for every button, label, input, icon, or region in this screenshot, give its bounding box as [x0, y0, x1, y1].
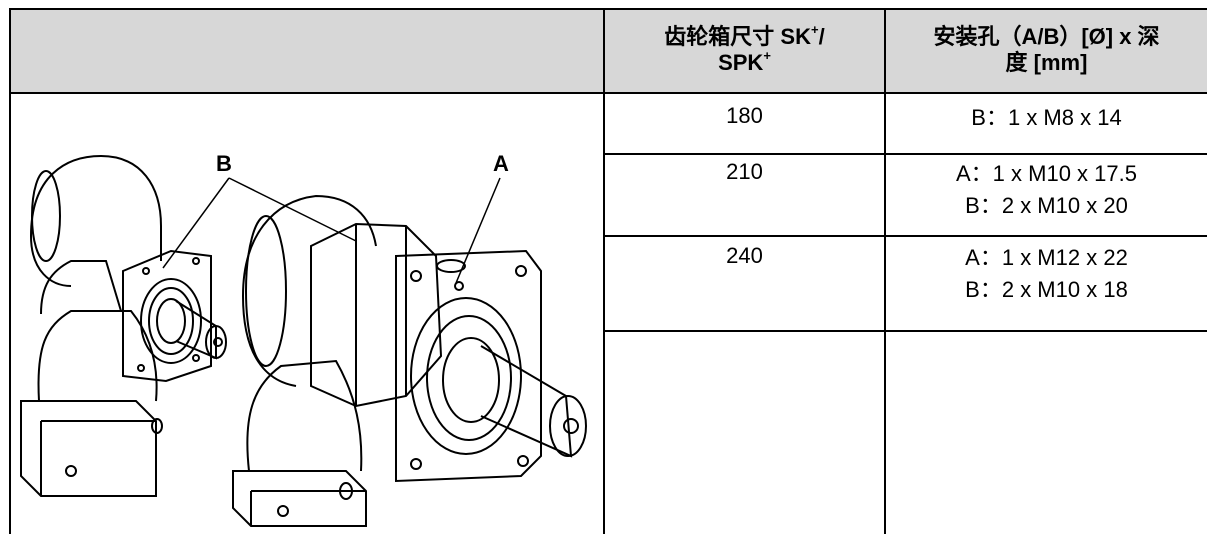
row-divider-1: [603, 153, 1207, 155]
header-mounting-holes-label: 安装孔（A/B）[Ø] x 深 度 [mm]: [933, 24, 1160, 75]
callout-label-b: B: [216, 151, 232, 176]
header-gearbox-size-label: 齿轮箱尺寸 SK+/ SPK+: [664, 21, 825, 75]
table-cell-holes: B：1 x M8 x 14: [886, 102, 1207, 134]
hole-spec: A：1 x M10 x 17.5: [956, 161, 1137, 186]
hole-spec: B：1 x M8 x 14: [971, 105, 1122, 130]
table-cell-size: 210: [726, 159, 763, 184]
header-cell-gearbox-size: 齿轮箱尺寸 SK+/ SPK+: [603, 8, 886, 94]
callout-label-a: A: [493, 151, 509, 176]
table-divider-col2: [884, 94, 886, 534]
gearbox-illustration: [20, 154, 587, 527]
hole-spec: A：1 x M12 x 22: [965, 245, 1128, 270]
row-divider-2: [603, 235, 1207, 237]
gearbox-drawing: B A: [11, 96, 603, 534]
table-cell-holes: A：1 x M10 x 17.5 B：2 x M10 x 20: [886, 158, 1207, 222]
header-cell-mounting-holes: 安装孔（A/B）[Ø] x 深 度 [mm]: [884, 8, 1207, 94]
hole-spec: B：2 x M10 x 18: [965, 277, 1128, 302]
hole-spec: B：2 x M10 x 20: [965, 193, 1128, 218]
table-cell-holes: A：1 x M12 x 22 B：2 x M10 x 18: [886, 242, 1207, 306]
row-divider-3: [603, 330, 1207, 332]
mounting-hole-table: 齿轮箱尺寸 SK+/ SPK+ 安装孔（A/B）[Ø] x 深 度 [mm] 1…: [9, 8, 1207, 534]
table-cell-size: 240: [726, 243, 763, 268]
table-divider-col1: [603, 94, 605, 534]
table-border-left: [9, 94, 11, 534]
table-cell-size: 180: [726, 103, 763, 128]
header-cell-image: [9, 8, 605, 94]
